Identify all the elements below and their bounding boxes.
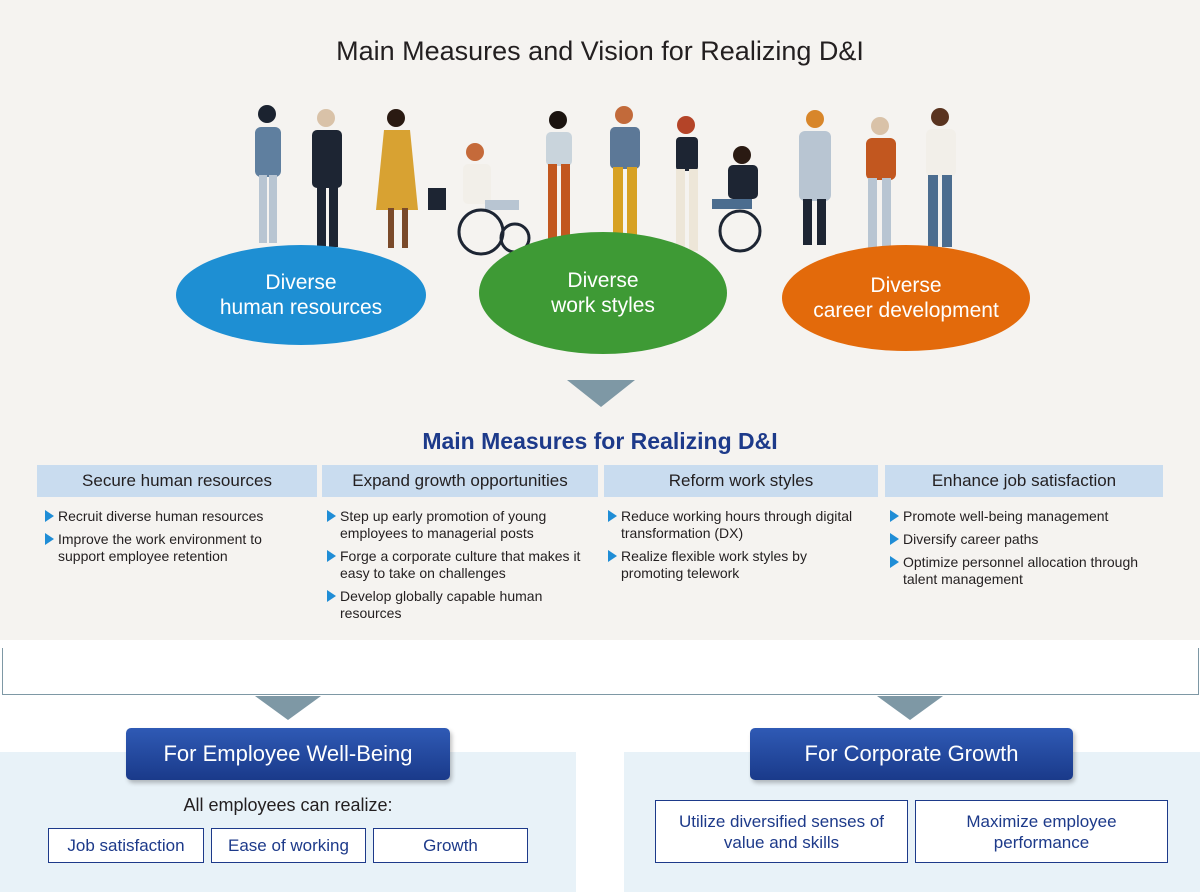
wellbeing-label: For Employee Well-Being [126, 728, 450, 780]
list-item-text: Reduce working hours through digital tra… [621, 508, 853, 541]
bullet-triangle-icon [45, 533, 54, 545]
ellipse-line2: work styles [551, 294, 655, 317]
bullet-list: Reduce working hours through digital tra… [606, 508, 871, 588]
list-item: Reduce working hours through digital tra… [606, 508, 871, 542]
list-item: Realize flexible work styles by promotin… [606, 548, 871, 582]
bracket-connector [2, 648, 1199, 695]
ellipse-line1: Diverse [567, 269, 639, 292]
bullet-triangle-icon [327, 550, 336, 562]
list-item-text: Develop globally capable human resources [340, 588, 543, 621]
list-item: Diversify career paths [888, 531, 1153, 548]
person-figure [676, 116, 698, 251]
page-title: Main Measures and Vision for Realizing D… [336, 36, 864, 66]
column-heading: Enhance job satisfaction [885, 465, 1163, 497]
ellipse-diverse-work-styles: Diverse work styles [479, 232, 727, 354]
bullet-list: Promote well-being management Diversify … [888, 508, 1153, 594]
column-heading: Expand growth opportunities [322, 465, 598, 497]
outcome-box: Maximize employee performance [915, 800, 1168, 863]
person-figure [255, 105, 281, 243]
outcome-box: Job satisfaction [48, 828, 204, 863]
list-item-text: Optimize personnel allocation through ta… [903, 554, 1139, 587]
list-item-text: Diversify career paths [903, 531, 1039, 547]
person-figure [610, 106, 640, 237]
bullet-triangle-icon [327, 590, 336, 602]
bullet-triangle-icon [608, 510, 617, 522]
bullet-triangle-icon [890, 510, 899, 522]
ellipse-diverse-human-resources: Diverse human resources [176, 245, 426, 345]
ellipse-line1: Diverse [870, 274, 942, 297]
list-item: Recruit diverse human resources [43, 508, 308, 525]
list-item: Step up early promotion of young employe… [325, 508, 590, 542]
list-item-text: Recruit diverse human resources [58, 508, 264, 524]
bullet-list: Recruit diverse human resources Improve … [43, 508, 308, 571]
bullet-triangle-icon [890, 556, 899, 568]
down-arrow-icon [567, 380, 635, 407]
list-item-text: Realize flexible work styles by promotin… [621, 548, 807, 581]
ellipse-diverse-career-development: Diverse career development [782, 245, 1030, 351]
list-item-text: Step up early promotion of young employe… [340, 508, 547, 541]
outcome-box: Utilize diversified senses of value and … [655, 800, 908, 863]
section-subtitle: Main Measures for Realizing D&I [422, 428, 778, 454]
person-figure [312, 109, 342, 247]
list-item: Optimize personnel allocation through ta… [888, 554, 1153, 588]
ellipse-line2: career development [813, 299, 999, 322]
person-figure [712, 146, 762, 253]
list-item: Promote well-being management [888, 508, 1153, 525]
ellipse-line1: Diverse [265, 271, 337, 294]
list-item: Improve the work environment to support … [43, 531, 308, 565]
person-figure [546, 111, 572, 246]
bullet-triangle-icon [890, 533, 899, 545]
person-figure [457, 143, 531, 256]
outcome-box: Ease of working [211, 828, 366, 863]
ellipse-line2: human resources [219, 296, 383, 319]
person-figure [866, 117, 896, 250]
list-item-text: Promote well-being management [903, 508, 1109, 524]
bullet-list: Step up early promotion of young employe… [325, 508, 590, 628]
person-figure [926, 108, 956, 247]
column-heading: Reform work styles [604, 465, 878, 497]
outcome-box: Growth [373, 828, 528, 863]
down-arrow-icon [877, 696, 943, 720]
person-figure [799, 110, 831, 245]
wellbeing-lead-text: All employees can realize: [183, 795, 393, 815]
bullet-triangle-icon [327, 510, 336, 522]
list-item: Develop globally capable human resources [325, 588, 590, 622]
growth-label: For Corporate Growth [750, 728, 1073, 780]
bullet-triangle-icon [45, 510, 54, 522]
list-item-text: Improve the work environment to support … [58, 531, 262, 564]
down-arrow-icon [255, 696, 321, 720]
person-figure [376, 109, 446, 248]
list-item-text: Forge a corporate culture that makes it … [340, 548, 581, 581]
column-heading: Secure human resources [37, 465, 317, 497]
list-item: Forge a corporate culture that makes it … [325, 548, 590, 582]
bullet-triangle-icon [608, 550, 617, 562]
